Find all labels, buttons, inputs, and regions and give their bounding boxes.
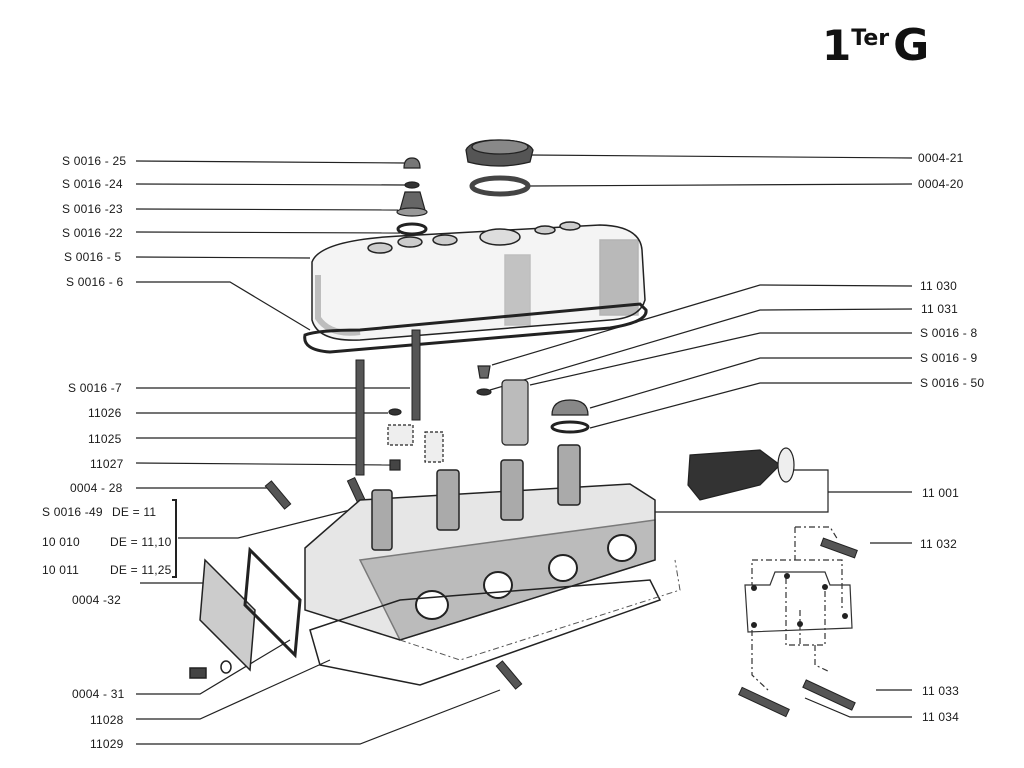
head-gasket bbox=[309, 579, 662, 686]
part-label-0004-31: 0004 - 31 bbox=[72, 687, 125, 701]
oil-filler-cap bbox=[465, 139, 534, 197]
part-label-0004-32: 0004 -32 bbox=[72, 593, 121, 607]
part-label-0004-20: 0004-20 bbox=[918, 177, 964, 191]
part-label-11028: 11028 bbox=[90, 713, 124, 727]
title-number: 1 bbox=[822, 21, 852, 70]
bracket-ref-10011: 10 011 bbox=[42, 563, 80, 577]
part-label-11033: 11 033 bbox=[922, 684, 960, 698]
side-plate-diagram bbox=[744, 526, 853, 691]
part-label-s0016-24: S 0016 -24 bbox=[62, 177, 123, 191]
dash-dot-outline bbox=[399, 559, 681, 661]
part-label-11031: 11 031 bbox=[921, 302, 959, 316]
cover-gasket bbox=[303, 302, 648, 354]
part-label-11001: 11 001 bbox=[922, 486, 960, 500]
part-label-11025: 11025 bbox=[88, 432, 122, 446]
bracket-de-11-10: DE = 11,10 bbox=[110, 535, 172, 549]
part-label-11032: 11 032 bbox=[920, 537, 958, 551]
part-label-s0016-7: S 0016 -7 bbox=[68, 381, 122, 395]
bracket-de-11-25: DE = 11,25 bbox=[110, 563, 172, 577]
part-label-11026: 11026 bbox=[88, 406, 122, 420]
part-label-11029: 11029 bbox=[90, 737, 124, 751]
cap-nut-stack bbox=[396, 157, 428, 236]
valve-cover bbox=[311, 221, 646, 341]
part-label-s0016-23: S 0016 -23 bbox=[62, 202, 123, 216]
title-letter: G bbox=[893, 20, 930, 71]
title-superscript: Ter bbox=[851, 26, 890, 51]
part-label-11030: 11 030 bbox=[920, 279, 958, 293]
bracket-ref-s0016-49: S 0016 -49 bbox=[42, 505, 103, 519]
part-label-s0016-6: S 0016 - 6 bbox=[66, 275, 124, 289]
bracket-ref-10010: 10 010 bbox=[42, 535, 80, 549]
bracket-de-11: DE = 11 bbox=[112, 505, 157, 519]
part-label-11034: 11 034 bbox=[922, 710, 960, 724]
air-filter bbox=[687, 447, 795, 501]
part-label-0004-28: 0004 - 28 bbox=[70, 481, 123, 495]
cylinder-head bbox=[304, 444, 656, 641]
bracket bbox=[172, 499, 177, 578]
part-label-s0016-25: S 0016 - 25 bbox=[62, 154, 127, 168]
part-label-0004-21: 0004-21 bbox=[918, 151, 964, 165]
page-title: 1TerG bbox=[822, 24, 929, 68]
part-label-s0016-22: S 0016 -22 bbox=[62, 226, 123, 240]
part-label-s0016-5: S 0016 - 5 bbox=[64, 250, 122, 264]
part-label-s0016-8: S 0016 - 8 bbox=[920, 326, 978, 340]
part-label-s0016-50: S 0016 - 50 bbox=[920, 376, 985, 390]
leader-lines bbox=[135, 154, 913, 745]
end-plate bbox=[189, 546, 302, 679]
part-label-s0016-9: S 0016 - 9 bbox=[920, 351, 978, 365]
part-label-11027: 11027 bbox=[90, 457, 124, 471]
small-parts bbox=[387, 365, 590, 471]
